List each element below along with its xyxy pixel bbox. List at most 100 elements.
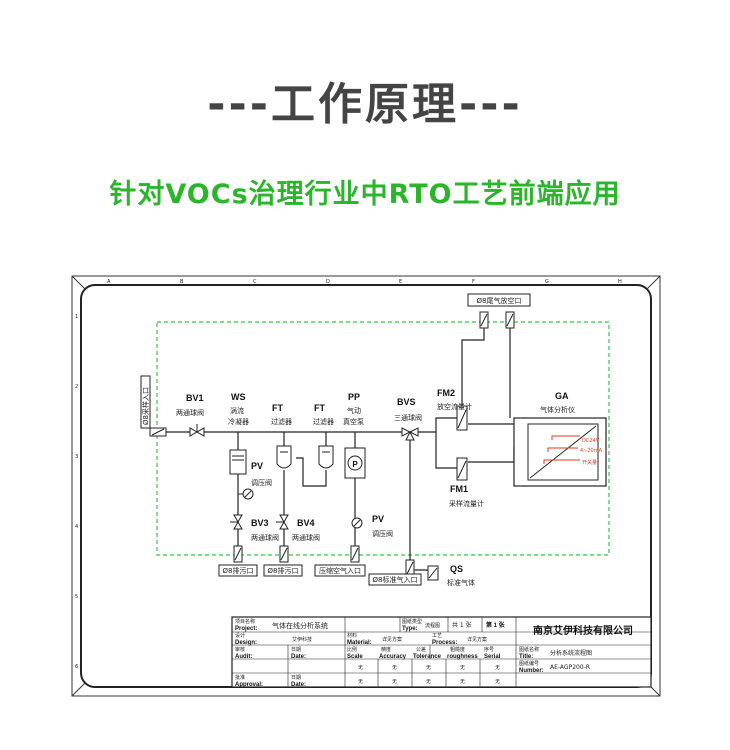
tb-tolerance-en: Tolerance <box>413 654 442 660</box>
page-title: ---工作原理--- <box>207 79 523 130</box>
tb-approval-cn: 批准 <box>235 674 245 681</box>
ft2-name: 过滤器 <box>313 417 334 426</box>
tb-roughness-cn: 粗糙度 <box>450 646 465 653</box>
tb-design-cn: 设计 <box>235 632 245 639</box>
tb-roughness-value-2: 无 <box>460 679 465 685</box>
pp-code: PP <box>348 392 360 402</box>
tb-date1-cn: 日期 <box>291 647 301 653</box>
ft2-filter: FT 过滤器 <box>313 403 334 469</box>
tb-drawing-name-en: Title: <box>519 654 533 660</box>
ft1-code: FT <box>272 403 283 413</box>
tb-process-cn: 工艺 <box>432 633 442 639</box>
grid-letter: H <box>618 279 622 285</box>
tb-serial-value: 无 <box>495 665 500 671</box>
compressed-air-label: 压缩空气入口 <box>319 566 361 575</box>
tb-number-cn: 图纸编号 <box>519 660 539 667</box>
qs-code: QS <box>450 564 463 574</box>
bv3-name: 两通球阀 <box>251 533 279 542</box>
qs-standard-gas: QS 标准气体 <box>427 564 475 587</box>
tb-drawing-name-cn: 图纸名称 <box>519 646 539 653</box>
tb-type-en: Type: <box>402 626 418 632</box>
ft1-filter: FT 过滤器 <box>271 403 292 469</box>
tb-type-value: 流程图 <box>425 622 440 629</box>
grid-number: 1 <box>75 314 78 320</box>
tb-company: 南京艾伊科技有限公司 <box>533 624 633 637</box>
analyzer-switch-label: 开关量 <box>582 459 597 466</box>
vent-outlet-port: Ø8尾气放空口 <box>467 293 531 329</box>
drain-port-1: Ø8排污口 <box>218 545 258 577</box>
grid-letter: A <box>107 279 111 285</box>
fm2-code: FM2 <box>437 388 455 398</box>
pv-top-regulator: PV 调压阀 <box>238 461 272 500</box>
tb-material-en: Material: <box>347 640 372 646</box>
sample-inlet-label: Ø8采样入口 <box>141 387 150 425</box>
ga-code: GA <box>555 391 569 401</box>
tb-approval-en: Approval: <box>235 682 263 688</box>
bv4-valve: BV4 两通球阀 <box>276 514 320 542</box>
pv-top-name: 调压阀 <box>251 478 272 487</box>
ft1-name: 过滤器 <box>271 417 292 426</box>
bv1-valve: BV1 两通球阀 <box>176 393 205 437</box>
ga-name: 气体分析仪 <box>540 405 575 414</box>
tb-type-cn: 图纸类型 <box>402 618 422 625</box>
tb-sheet-count: 共 1 张 <box>452 621 472 629</box>
pv-top-code: PV <box>251 461 263 471</box>
pp-name2: 真空泵 <box>343 417 364 426</box>
grid-number: 5 <box>75 594 78 600</box>
tb-project-cn: 项目名称 <box>235 618 255 625</box>
analyzer-power-label: DC24V <box>582 438 600 444</box>
grid-letters: A B C D E F G H <box>107 279 622 285</box>
bv3-valve: BV3 两通球阀 <box>230 514 279 542</box>
tb-number-value: AE-AGP200-R <box>550 664 590 671</box>
grid-number: 3 <box>75 454 78 460</box>
tb-project-en: Project: <box>235 626 257 632</box>
tb-scale-value: 无 <box>358 665 363 671</box>
tb-design-value: 艾伊科技 <box>292 636 312 643</box>
tb-design-en: Design: <box>235 640 257 646</box>
tb-process-en: Process: <box>432 640 457 646</box>
grid-numbers: 1 2 3 4 5 6 <box>75 314 78 670</box>
tb-roughness-en: roughness <box>447 654 478 660</box>
pp-name1: 气动 <box>347 406 361 415</box>
grid-letter: F <box>472 279 475 285</box>
tb-scale-value-2: 无 <box>358 679 363 685</box>
tb-roughness-value: 无 <box>460 665 465 671</box>
standard-gas-port: Ø8标准气入口 <box>368 559 422 586</box>
ws-name2: 冷凝器 <box>228 417 249 426</box>
tb-serial-en: Serial <box>484 654 501 660</box>
fm1-flowmeter: FM1 采样流量计 <box>449 457 484 508</box>
tb-number-en: Number: <box>519 668 544 674</box>
fm1-code: FM1 <box>450 484 468 494</box>
bv4-code: BV4 <box>297 518 315 528</box>
tb-tolerance-value: 无 <box>426 665 431 671</box>
bv3-code: BV3 <box>251 518 269 528</box>
grid-letter: G <box>545 279 549 285</box>
pv-bottom-name: 调压阀 <box>372 529 393 538</box>
pv-bottom-regulator: PV 调压阀 <box>351 514 393 538</box>
tb-serial-value-2: 无 <box>495 679 500 685</box>
standard-gas-port-label: Ø8标准气入口 <box>373 575 418 584</box>
sheet-outer-frame <box>71 275 661 697</box>
grid-letter: D <box>326 279 330 285</box>
tb-serial-cn: 序号 <box>484 646 494 653</box>
grid-letter: C <box>253 279 257 285</box>
tb-tolerance-value-2: 无 <box>426 679 431 685</box>
drain-port-2-label: Ø8排污口 <box>268 566 299 575</box>
ws-condenser: WS 涡流 冷凝器 <box>228 392 249 475</box>
pp-vacuum-pump: P PP 气动 真空泵 <box>343 392 366 479</box>
tb-scale-en: Scale <box>347 654 363 660</box>
piping <box>166 324 515 571</box>
bv1-code: BV1 <box>186 393 204 403</box>
bvs-three-way-valve: BVS 三通球阀 <box>394 397 422 441</box>
tb-sheet-no: 第 1 张 <box>485 621 506 629</box>
ft2-code: FT <box>314 403 325 413</box>
analyzer-signal-label: 4~20mA <box>580 448 603 454</box>
fm2-name: 放空流量计 <box>437 402 472 411</box>
tb-accuracy-en: Accuracy <box>379 654 407 660</box>
page-subtitle: 针对VOCs治理行业中RTO工艺前端应用 <box>109 179 621 210</box>
sample-inlet-port: Ø8采样入口 <box>140 375 167 437</box>
tb-project-value: 气体在线分析系统 <box>272 621 328 630</box>
pump-symbol-text: P <box>352 460 358 469</box>
compressed-air-port: 压缩空气入口 <box>314 545 366 577</box>
